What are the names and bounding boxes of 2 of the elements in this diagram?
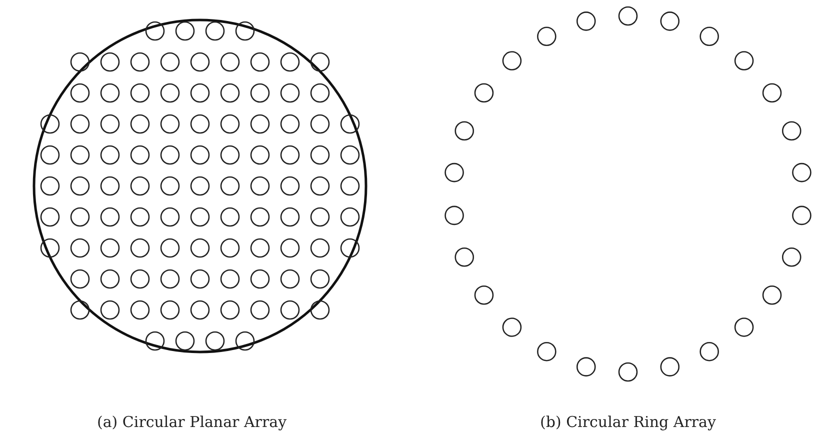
figure-caption: (a) Circular Planar Array [97, 413, 287, 431]
figure-caption: (b) Circular Ring Array [540, 413, 716, 431]
